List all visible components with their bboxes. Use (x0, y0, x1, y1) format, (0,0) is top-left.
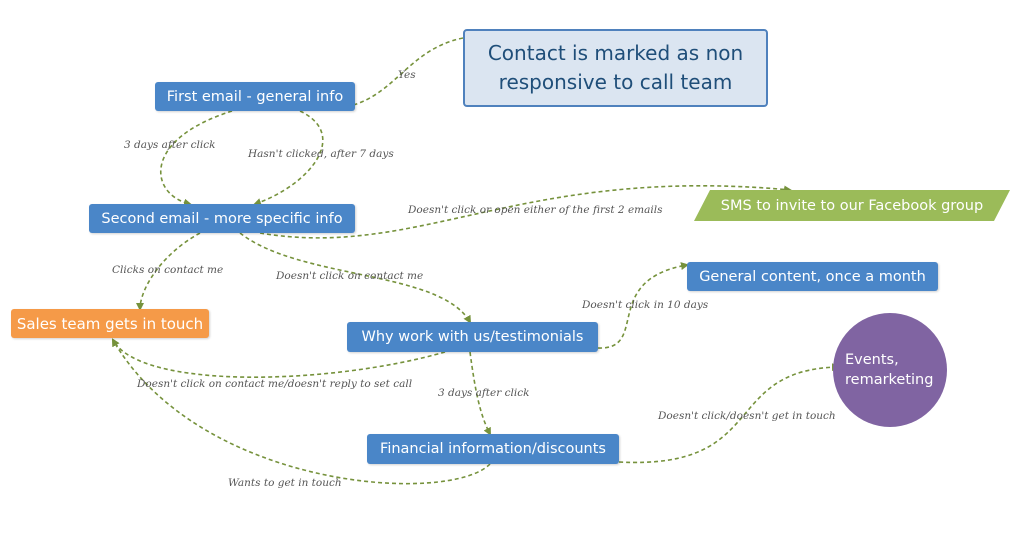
node-sms-facebook: SMS to invite to our Facebook group (694, 190, 1010, 221)
edge-label-no-click-10-days: Doesn't click in 10 days (582, 299, 709, 311)
node-financial-information: Financial information/discounts (367, 434, 619, 464)
edge-fin-to-sales (111, 338, 491, 485)
node-contact-non-responsive-line2: responsive to call team (498, 70, 733, 94)
node-sales-team: Sales team gets in touch (11, 309, 209, 338)
node-contact-non-responsive: Contact is marked as non responsive to c… (463, 29, 768, 107)
edge-start-to-first (338, 37, 464, 112)
edge-second-to-why (239, 232, 472, 324)
node-contact-non-responsive-line1: Contact is marked as non (487, 41, 744, 65)
node-first-email: First email - general info (155, 82, 355, 111)
edge-second-to-sms (259, 184, 792, 239)
edge-label-wants-touch: Wants to get in touch (228, 477, 342, 489)
node-general-content: General content, once a month (687, 262, 938, 291)
edge-first-to-second-left (159, 110, 233, 207)
edge-label-3-days-after-click-1: 3 days after click (124, 139, 216, 151)
edge-label-no-touch: Doesn't click/doesn't get in touch (658, 410, 836, 422)
edge-label-no-contact: Doesn't click on contact me (276, 270, 424, 282)
edge-why-to-sales (112, 338, 446, 378)
edge-why-to-fin (469, 351, 491, 436)
node-events-line1: Events, (845, 352, 899, 368)
edge-second-to-sales (136, 232, 201, 311)
edge-label-yes: Yes (398, 69, 416, 81)
edge-why-to-general (597, 262, 689, 349)
edge-fin-to-events (618, 363, 840, 464)
node-events-line2: remarketing (845, 372, 934, 388)
edge-label-hasnt-clicked: Hasn't clicked, after 7 days (248, 148, 394, 160)
edge-first-to-second-right (253, 110, 324, 206)
edge-label-clicks-contact: Clicks on contact me (112, 264, 224, 276)
edge-label-no-open-first-two: Doesn't click or open either of the firs… (408, 204, 663, 216)
node-why-work-with-us: Why work with us/testimonials (347, 322, 598, 352)
edge-label-no-reply: Doesn't click on contact me/doesn't repl… (137, 378, 413, 390)
node-second-email: Second email - more specific info (89, 204, 355, 233)
edge-label-3-days-after-click-2: 3 days after click (438, 387, 530, 399)
node-events-remarketing: Events, remarketing (833, 313, 947, 427)
